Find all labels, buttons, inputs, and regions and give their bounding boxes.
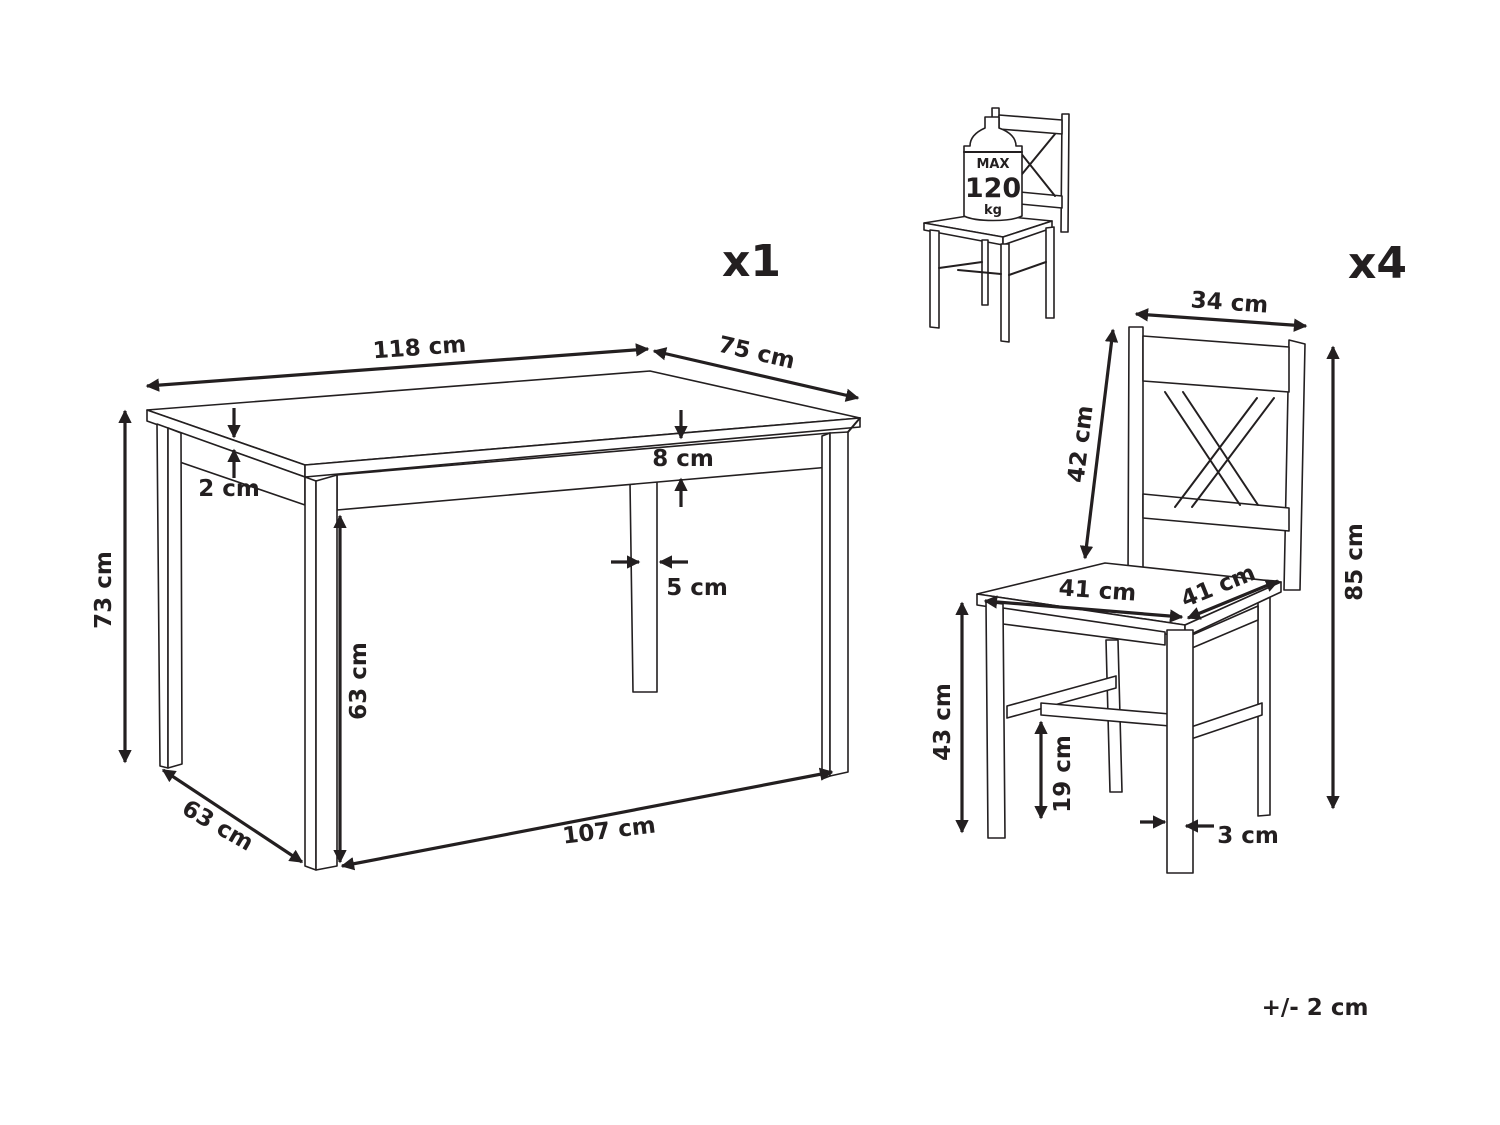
dim-table-length [145,343,650,392]
load-badge-max: MAX [976,157,1009,172]
chair-stretcher-height-label: 19 cm [1050,735,1076,813]
table-dimensions [118,343,860,871]
table-leg-left [156,423,183,769]
dim-inner-depth [161,768,304,864]
tolerance-note: +/- 2 cm [1262,995,1369,1021]
table-illustration [146,370,861,871]
table-back-leg [629,481,658,693]
chair-back-height-label: 42 cm [1063,404,1098,484]
table-length-label: 118 cm [372,332,467,365]
table-inner-length-label: 107 cm [561,812,657,849]
load-badge-unit: kg [984,203,1002,218]
table-clearance-label: 63 cm [346,642,372,720]
table-apron-label: 8 cm [652,446,714,472]
chair-seat-width-label: 41 cm [1058,575,1137,606]
chair-total-height-label: 85 cm [1342,523,1368,601]
dim-seat-width [983,595,1184,623]
table-quantity: x1 [722,236,781,287]
table-leg-width-label: 5 cm [666,575,728,601]
table-top-thickness-label: 2 cm [198,476,260,502]
dim-seat-depth [1186,579,1280,620]
table-height-label: 73 cm [91,551,117,629]
chair-load-illustration: MAX 120 kg [923,107,1070,343]
dim-inner-length [340,767,834,871]
chair-illustration [976,326,1306,874]
chair-back-width-label: 34 cm [1190,287,1269,318]
weight-icon [963,116,1023,222]
dim-back-width [1134,308,1308,332]
chair-seat-height-label: 43 cm [930,683,956,761]
chair-quantity: x4 [1348,238,1407,289]
chair-leg-width-label: 3 cm [1217,823,1279,849]
table-leg-front [304,474,338,871]
dim-table-depth [652,347,860,402]
chair-dimensions [955,308,1340,834]
load-badge-value: 120 [965,173,1021,204]
dim-back-height [1079,328,1119,560]
table-leg-right [821,431,849,780]
